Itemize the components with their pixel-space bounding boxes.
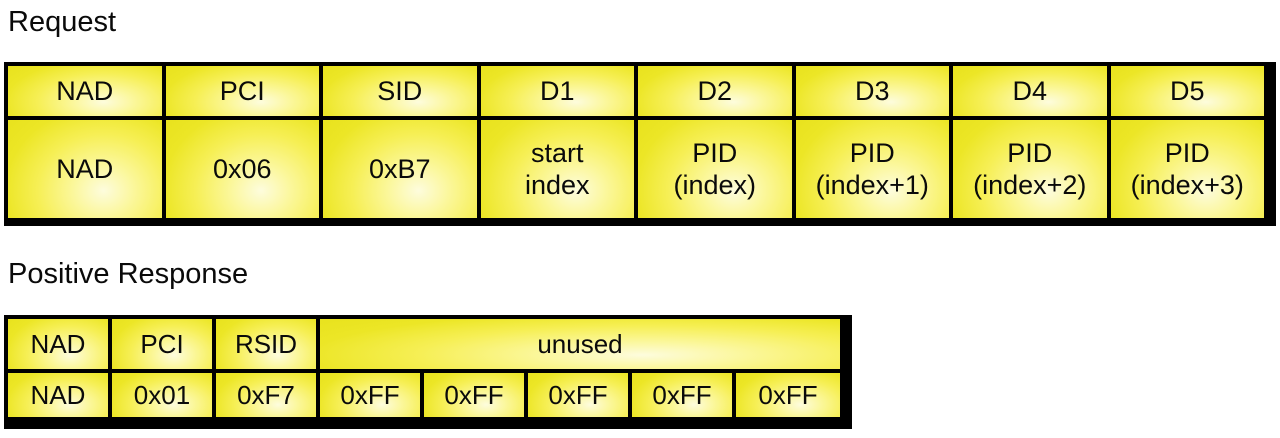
- request-header-cell-d2: D2: [638, 66, 796, 116]
- request-data-cell-d1: start index: [480, 120, 638, 218]
- request-data-value-d4-line1: PID: [1007, 138, 1053, 168]
- response-header-cell-nad: NAD: [8, 319, 112, 369]
- request-header-label-d4: D4: [1012, 76, 1047, 106]
- response-section-title: Positive Response: [8, 258, 249, 290]
- request-data-value-d2-line1: PID: [692, 138, 738, 168]
- response-header-row: NAD PCI RSID unused: [8, 319, 840, 369]
- request-data-value-d3-line1: PID: [849, 138, 895, 168]
- request-data-value-d3-line2: (index+1): [815, 170, 929, 200]
- request-data-cell-d3: PID (index+1): [795, 120, 953, 218]
- request-data-cell-pci: 0x06: [165, 120, 323, 218]
- request-table: NAD PCI SID D1 D2 D3 D4 D5: [4, 62, 1268, 218]
- request-header-cell-pci: PCI: [165, 66, 323, 116]
- request-header-label-d2: D2: [697, 76, 732, 106]
- request-header-cell-d3: D3: [795, 66, 953, 116]
- request-data-value-d1-line1: start: [530, 138, 584, 168]
- request-header-label-pci: PCI: [219, 76, 265, 106]
- request-data-value-pci-line1: 0x06: [212, 154, 272, 184]
- request-data-value-d2-line2: (index): [673, 170, 757, 200]
- request-header-cell-d1: D1: [480, 66, 638, 116]
- response-header-label-rsid: RSID: [234, 329, 298, 359]
- response-header-cell-rsid: RSID: [216, 319, 320, 369]
- request-header-cell-d4: D4: [953, 66, 1111, 116]
- response-header-cell-unused: unused: [320, 319, 840, 369]
- response-data-cell-rsid: 0xF7: [216, 373, 320, 417]
- request-data-cell-d2: PID (index): [638, 120, 796, 218]
- response-frame: NAD PCI RSID unused NAD 0x01 0xF7 0: [4, 315, 852, 429]
- response-data-value-rsid: 0xF7: [237, 380, 295, 410]
- request-data-cell-d4: PID (index+2): [953, 120, 1111, 218]
- response-data-value-unused-3: 0xFF: [548, 380, 608, 410]
- request-data-value-nad-line1: NAD: [56, 154, 114, 184]
- request-header-cell-d5: D5: [1110, 66, 1264, 116]
- request-data-value-d4-line2: (index+2): [973, 170, 1087, 200]
- request-data-value-d1-line2: index: [524, 170, 590, 200]
- request-data-row: NAD 0x06 0xB7 start index PID (index) PI…: [8, 120, 1264, 218]
- request-data-cell-d5: PID (index+3): [1110, 120, 1264, 218]
- request-frame: NAD PCI SID D1 D2 D3 D4 D5: [4, 62, 1276, 226]
- request-data-value-d5-line1: PID: [1164, 138, 1210, 168]
- response-header-cell-pci: PCI: [112, 319, 216, 369]
- response-data-cell-unused-2: 0xFF: [424, 373, 528, 417]
- response-data-value-nad: NAD: [30, 380, 86, 410]
- request-data-cell-sid: 0xB7: [323, 120, 481, 218]
- request-data-value-d5-line2: (index+3): [1130, 170, 1244, 200]
- response-data-value-unused-1: 0xFF: [340, 380, 400, 410]
- request-section-title: Request: [8, 6, 117, 38]
- request-header-label-sid: SID: [377, 76, 423, 106]
- request-header-cell-nad: NAD: [8, 66, 166, 116]
- request-data-cell-nad: NAD: [8, 120, 166, 218]
- response-data-cell-pci: 0x01: [112, 373, 216, 417]
- request-header-label-d5: D5: [1169, 76, 1205, 106]
- response-data-value-pci: 0x01: [133, 380, 191, 410]
- request-header-label-d3: D3: [854, 76, 890, 106]
- request-header-cell-sid: SID: [323, 66, 481, 116]
- response-header-label-pci: PCI: [140, 329, 184, 359]
- request-header-label-nad: NAD: [56, 76, 114, 106]
- response-data-value-unused-5: 0xFF: [758, 380, 818, 410]
- request-header-row: NAD PCI SID D1 D2 D3 D4 D5: [8, 66, 1264, 116]
- response-data-cell-unused-1: 0xFF: [320, 373, 424, 417]
- response-table: NAD PCI RSID unused NAD 0x01 0xF7 0: [4, 315, 844, 421]
- response-data-cell-unused-4: 0xFF: [632, 373, 736, 417]
- response-header-label-unused: unused: [537, 329, 623, 359]
- request-header-label-d1: D1: [539, 76, 575, 106]
- response-data-value-unused-4: 0xFF: [652, 380, 712, 410]
- response-data-cell-unused-3: 0xFF: [528, 373, 632, 417]
- response-data-value-unused-2: 0xFF: [444, 380, 504, 410]
- response-data-row: NAD 0x01 0xF7 0xFF 0xFF 0xFF 0xFF 0xFF: [8, 373, 840, 417]
- response-data-cell-unused-5: 0xFF: [736, 373, 840, 417]
- response-data-cell-nad: NAD: [8, 373, 112, 417]
- response-header-label-nad: NAD: [30, 329, 86, 359]
- request-data-value-sid-line1: 0xB7: [368, 154, 431, 184]
